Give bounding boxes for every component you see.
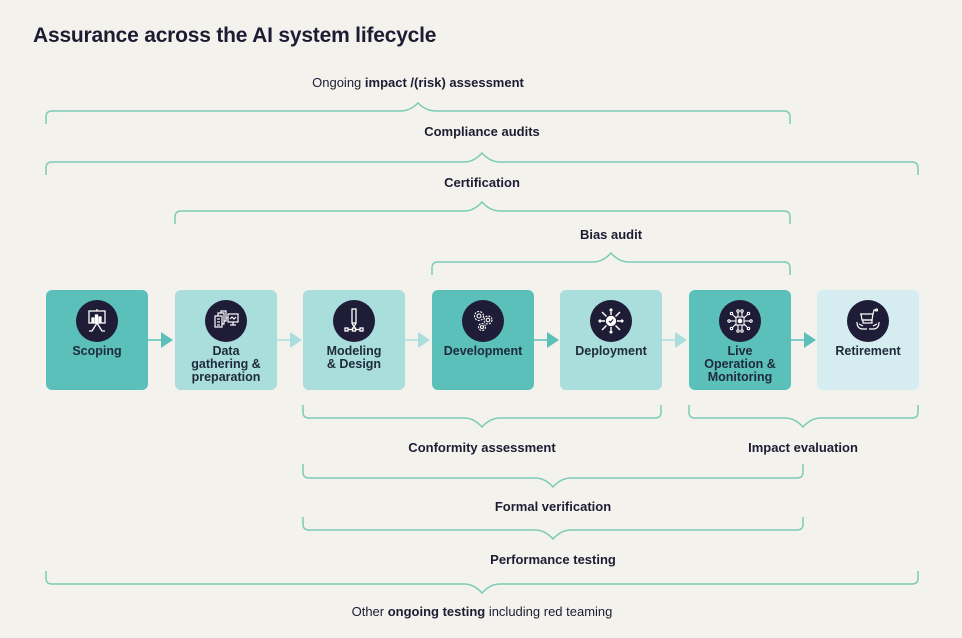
label-bold: impact /(risk) assessment (364, 75, 524, 90)
label-other-ongoing-testing: Other ongoing testing including red team… (352, 604, 613, 619)
step-name: Development (443, 344, 523, 358)
label-conformity-assessment: Conformity assessment (408, 440, 556, 455)
step-retirement: Retirement (817, 290, 919, 390)
label-prefix: Other (351, 604, 388, 619)
step-scoping: Scoping (46, 290, 148, 390)
data-documents-monitor-icon (205, 300, 247, 342)
bracket-bias (431, 251, 791, 275)
arrow-right-icon (662, 332, 687, 348)
label-performance-testing: Performance testing (490, 552, 616, 567)
bracket-conformity (302, 405, 662, 429)
bracket-formal (302, 464, 804, 489)
step-name: Deployment (575, 344, 647, 358)
cart-hands-icon (847, 300, 889, 342)
step-name: Live Operation & Monitoring (704, 344, 776, 384)
arrow-right-icon (277, 332, 302, 348)
step-development: Development (432, 290, 534, 390)
bracket-performance (302, 517, 804, 541)
arrow-right-icon (405, 332, 430, 348)
step-data-gathering: Data gathering & preparation (175, 290, 277, 390)
step-deployment: Deployment (560, 290, 662, 390)
circuit-chip-icon (719, 300, 761, 342)
label-impact-evaluation: Impact evaluation (748, 440, 858, 455)
bracket-impact-eval (688, 405, 919, 429)
label-bold: ongoing testing (387, 604, 486, 619)
step-modeling-design: Modeling & Design (303, 290, 405, 390)
presentation-chart-icon (76, 300, 118, 342)
label-bias-audit: Bias audit (579, 227, 643, 242)
label-impact-risk-assessment: Ongoing impact /(risk) assessment (312, 75, 524, 90)
pencil-nodes-icon (333, 300, 375, 342)
bracket-other-testing (45, 571, 919, 595)
label-formal-verification: Formal verification (494, 499, 612, 514)
step-live-operation-monitoring: Live Operation & Monitoring (689, 290, 791, 390)
step-name: Data gathering & preparation (191, 344, 261, 384)
bracket-impact-risk (45, 101, 791, 124)
checkmark-arrows-icon (590, 300, 632, 342)
arrow-right-icon (534, 332, 559, 348)
gears-icon (462, 300, 504, 342)
bracket-certification (174, 200, 791, 224)
step-name: Modeling & Design (326, 344, 382, 371)
diagram-title: Assurance across the AI system lifecycle (33, 24, 437, 47)
label-certification: Certification (444, 175, 520, 190)
arrow-right-icon (148, 332, 173, 348)
label-prefix: Ongoing (312, 75, 365, 90)
label-compliance-audits: Compliance audits (424, 124, 540, 139)
step-name: Scoping (72, 344, 122, 358)
label-suffix: including red teaming (485, 604, 613, 619)
arrow-right-icon (791, 332, 816, 348)
step-name: Retirement (835, 344, 901, 358)
bracket-compliance (45, 151, 919, 175)
